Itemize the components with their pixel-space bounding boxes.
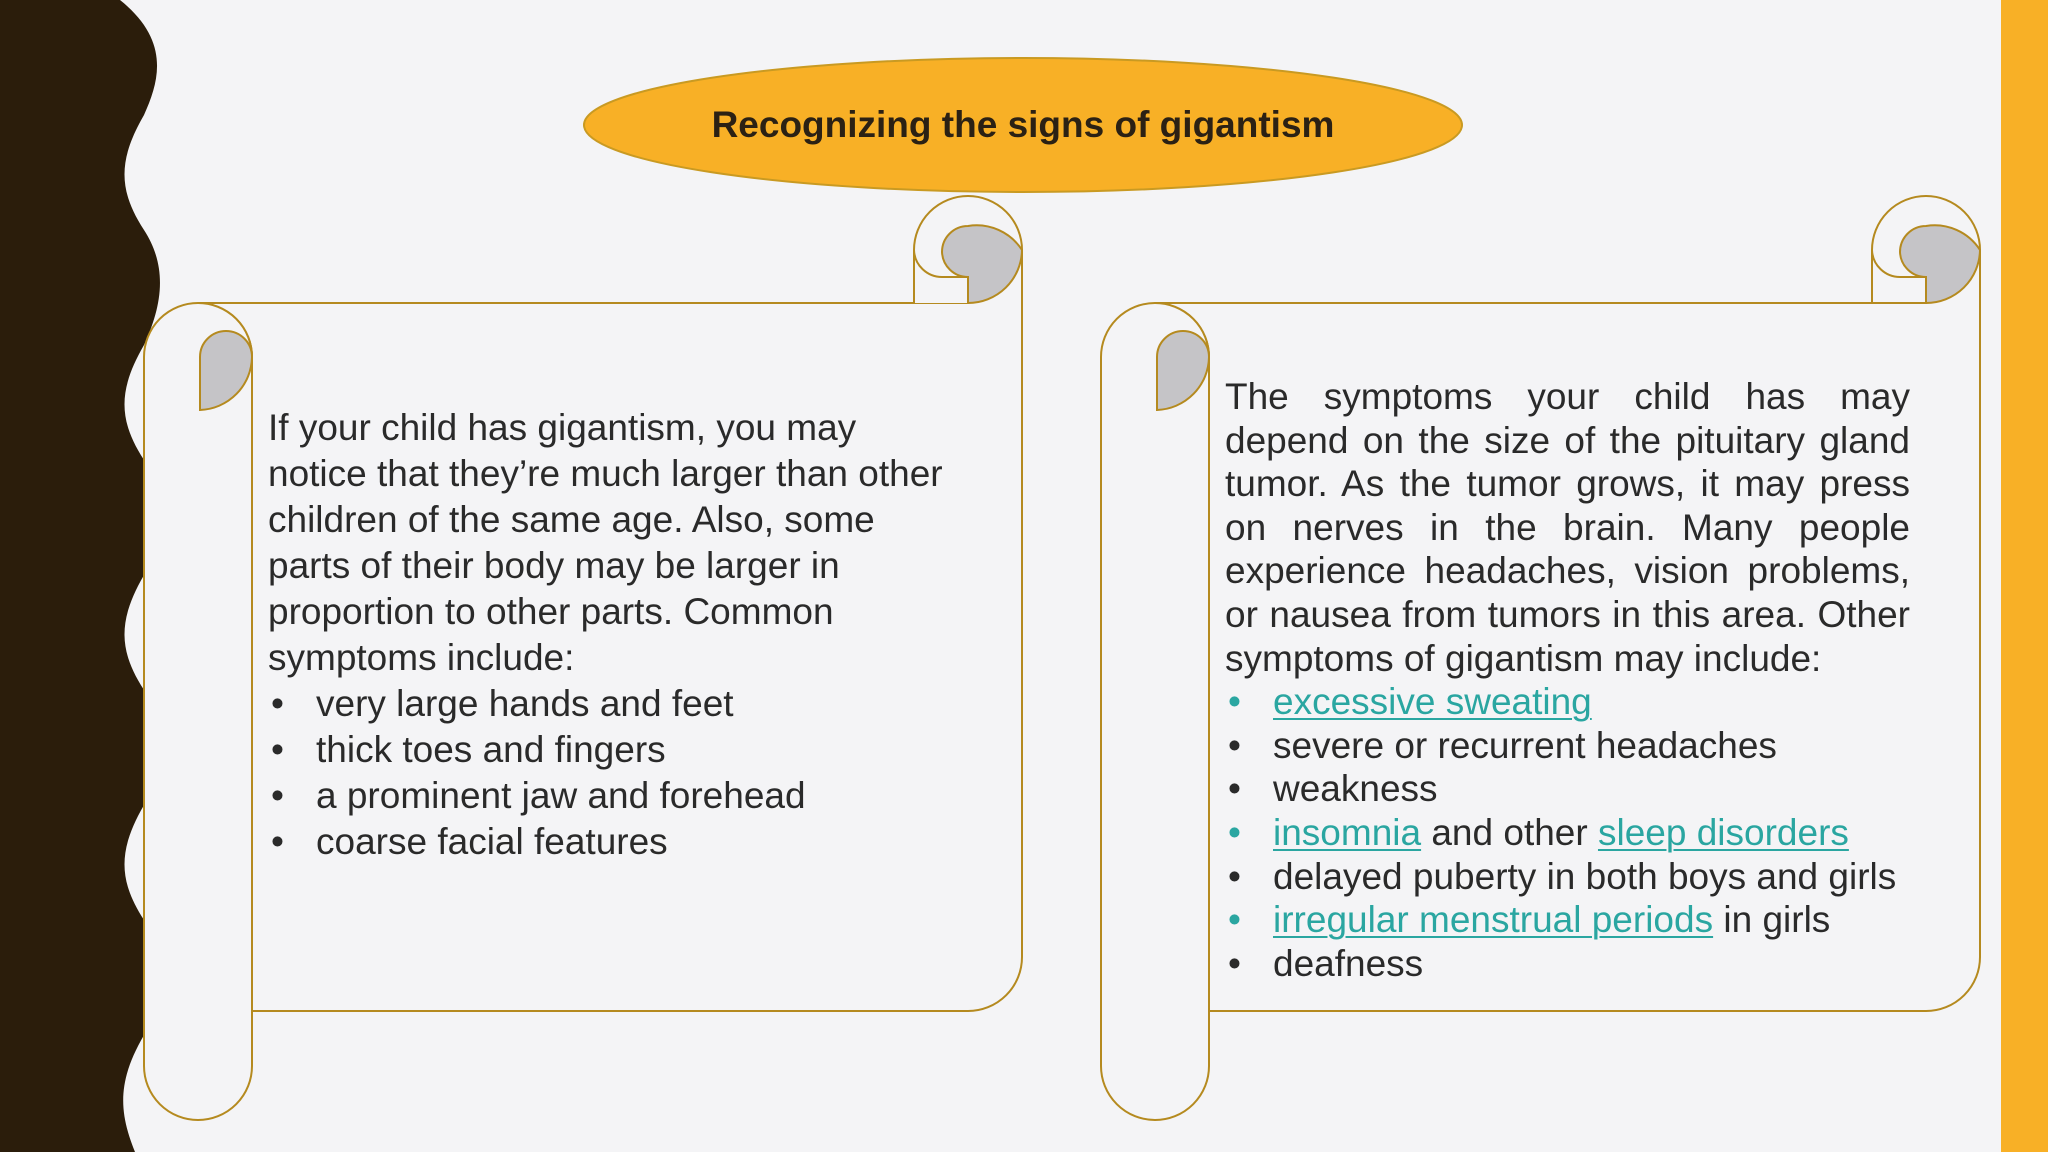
list-item: insomnia and other sleep disorders <box>1225 811 1910 855</box>
right-bullet-list: excessive sweating severe or recurrent h… <box>1225 680 1910 985</box>
left-paragraph: If your child has gigantism, you may not… <box>268 407 943 678</box>
insomnia-link[interactable]: insomnia <box>1273 811 1422 853</box>
list-item-text: in girls <box>1713 899 1831 941</box>
left-panel-text: If your child has gigantism, you may not… <box>268 405 948 865</box>
list-item: irregular menstrual periods in girls <box>1225 898 1910 942</box>
left-bullet-list: very large hands and feet thick toes and… <box>268 681 948 865</box>
right-accent-band <box>2001 0 2048 1152</box>
list-item: delayed puberty in both boys and girls <box>1225 855 1910 899</box>
slide-title: Recognizing the signs of gigantism <box>584 58 1462 192</box>
right-paragraph: The symptoms your child has may depend o… <box>1225 376 1910 679</box>
list-item: deafness <box>1225 942 1910 986</box>
list-item: weakness <box>1225 767 1910 811</box>
excessive-sweating-link[interactable]: excessive sweating <box>1273 681 1592 723</box>
irregular-menstrual-periods-link[interactable]: irregular menstrual periods <box>1273 899 1714 941</box>
list-item: severe or recurrent headaches <box>1225 724 1910 768</box>
list-item: thick toes and fingers <box>268 727 948 773</box>
list-item: a prominent jaw and forehead <box>268 773 948 819</box>
list-item-text: and other <box>1421 811 1598 853</box>
right-panel-text: The symptoms your child has may depend o… <box>1225 375 1910 985</box>
left-wave-band <box>0 0 160 1152</box>
list-item: very large hands and feet <box>268 681 948 727</box>
sleep-disorders-link[interactable]: sleep disorders <box>1597 811 1849 853</box>
title-pill-shape <box>583 57 1463 193</box>
list-item: coarse facial features <box>268 819 948 865</box>
list-item: excessive sweating <box>1225 680 1910 724</box>
slide-title-text: Recognizing the signs of gigantism <box>711 104 1335 145</box>
